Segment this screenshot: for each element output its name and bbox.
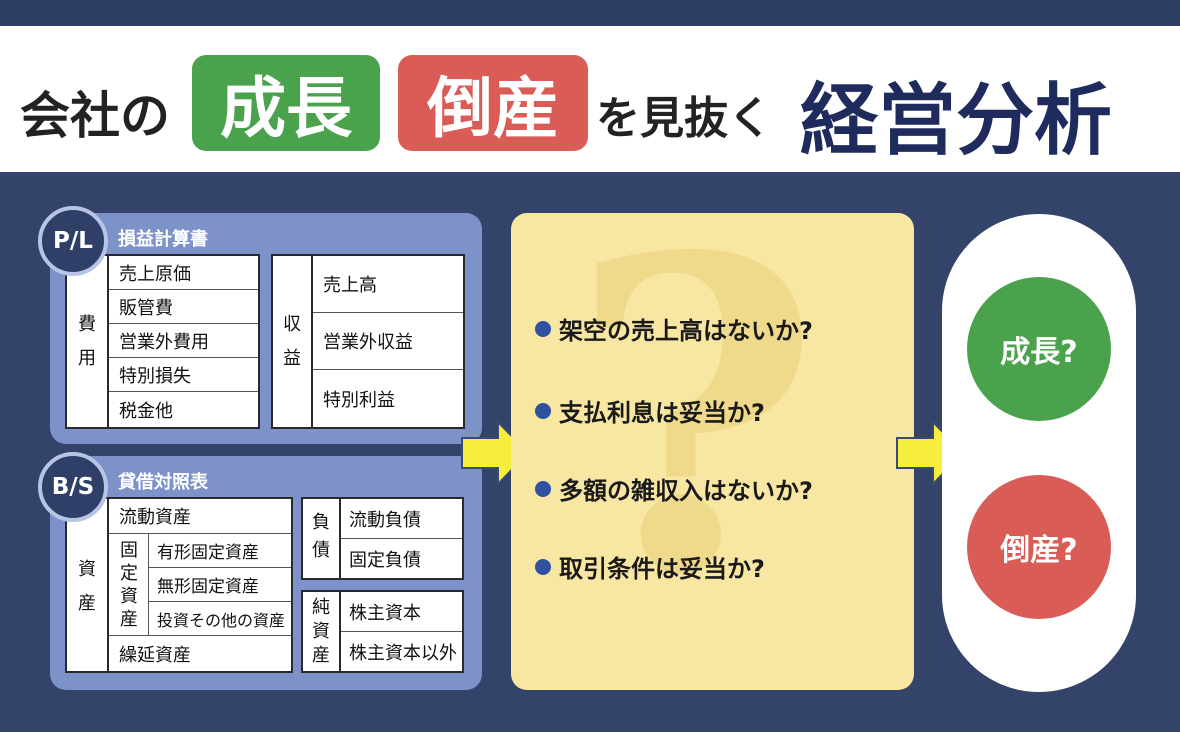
bs-fixed-asset-row: 有形固定資産 [149, 534, 291, 568]
question-item: 支払利息は妥当か? [535, 393, 765, 428]
bs-equity-table: 純資産 株主資本 株主資本以外 [301, 590, 464, 673]
top-bar [0, 0, 1180, 26]
bullet-icon [535, 320, 551, 337]
bs-panel: 貸借対照表 資産 流動資産 固定資産 有形固定資産 無形固定資産 投資その他の資… [50, 456, 482, 690]
pl-expense-row: 売上原価 [109, 256, 258, 290]
bs-asset-label: 資産 [78, 559, 96, 614]
bullet-icon [535, 402, 551, 419]
pl-panel: 損益計算書 費用 売上原価 販管費 営業外費用 特別損失 税金他 収益 売上高 … [50, 213, 482, 444]
bs-fixed-asset-row: 投資その他の資産 [149, 602, 291, 636]
bs-liability-table: 負債 流動負債 固定負債 [301, 497, 464, 580]
pl-expense-row: 特別損失 [109, 358, 258, 392]
bs-liability-label: 負債 [312, 512, 330, 561]
bs-title: 貸借対照表 [118, 472, 208, 493]
pl-revenue-row: 特別利益 [323, 389, 395, 411]
question-item: 架空の売上高はないか? [535, 311, 813, 346]
pl-expense-row: 販管費 [109, 290, 258, 324]
question-mark-icon: ? [569, 213, 821, 670]
pl-expense-label: 費用 [78, 314, 96, 369]
bs-badge: B/S [38, 452, 108, 522]
bs-asset-table: 資産 流動資産 固定資産 有形固定資産 無形固定資産 投資その他の資産 繰延資産 [65, 497, 293, 673]
pl-revenue-row: 売上高 [313, 256, 463, 313]
pl-badge: P/L [38, 206, 108, 276]
pl-revenue-label: 収益 [283, 314, 301, 369]
bs-equity-label: 純資産 [312, 597, 330, 666]
question-item: 取引条件は妥当か? [535, 549, 765, 584]
outcome-pill: 成長? 倒産? [942, 214, 1136, 692]
bs-liability-row: 固定負債 [349, 549, 421, 571]
pl-title: 損益計算書 [118, 229, 208, 250]
title-main: 経営分析 [800, 76, 1113, 166]
bankrupt-circle: 倒産? [967, 475, 1111, 619]
header: 会社の 成長 倒産 を見抜く 経営分析 [0, 26, 1180, 172]
title-part2: を見抜く [596, 93, 772, 144]
pl-expense-table: 費用 売上原価 販管費 営業外費用 特別損失 税金他 [65, 254, 260, 429]
bullet-icon [535, 480, 551, 497]
bullet-icon [535, 558, 551, 575]
bs-fixed-label: 固定資産 [120, 540, 138, 630]
title-growth: 成長 [192, 55, 380, 151]
title-part1: 会社の [20, 87, 170, 145]
title-bankrupt: 倒産 [398, 55, 588, 151]
bs-equity-row: 株主資本 [341, 592, 462, 632]
question-panel: ? 架空の売上高はないか? 支払利息は妥当か? 多額の雑収入はないか? 取引条件… [511, 213, 914, 690]
bs-fixed-asset-row: 無形固定資産 [149, 568, 291, 602]
pl-expense-row: 税金他 [119, 400, 173, 422]
bs-deferred-assets: 繰延資産 [119, 644, 191, 666]
question-item: 多額の雑収入はないか? [535, 471, 813, 506]
pl-revenue-table: 収益 売上高 営業外収益 特別利益 [271, 254, 465, 429]
bs-equity-row: 株主資本以外 [349, 642, 457, 664]
bs-current-assets: 流動資産 [109, 499, 291, 534]
pl-revenue-row: 営業外収益 [313, 313, 463, 370]
pl-expense-row: 営業外費用 [109, 324, 258, 358]
bs-liability-row: 流動負債 [341, 499, 462, 539]
growth-circle: 成長? [967, 277, 1111, 421]
